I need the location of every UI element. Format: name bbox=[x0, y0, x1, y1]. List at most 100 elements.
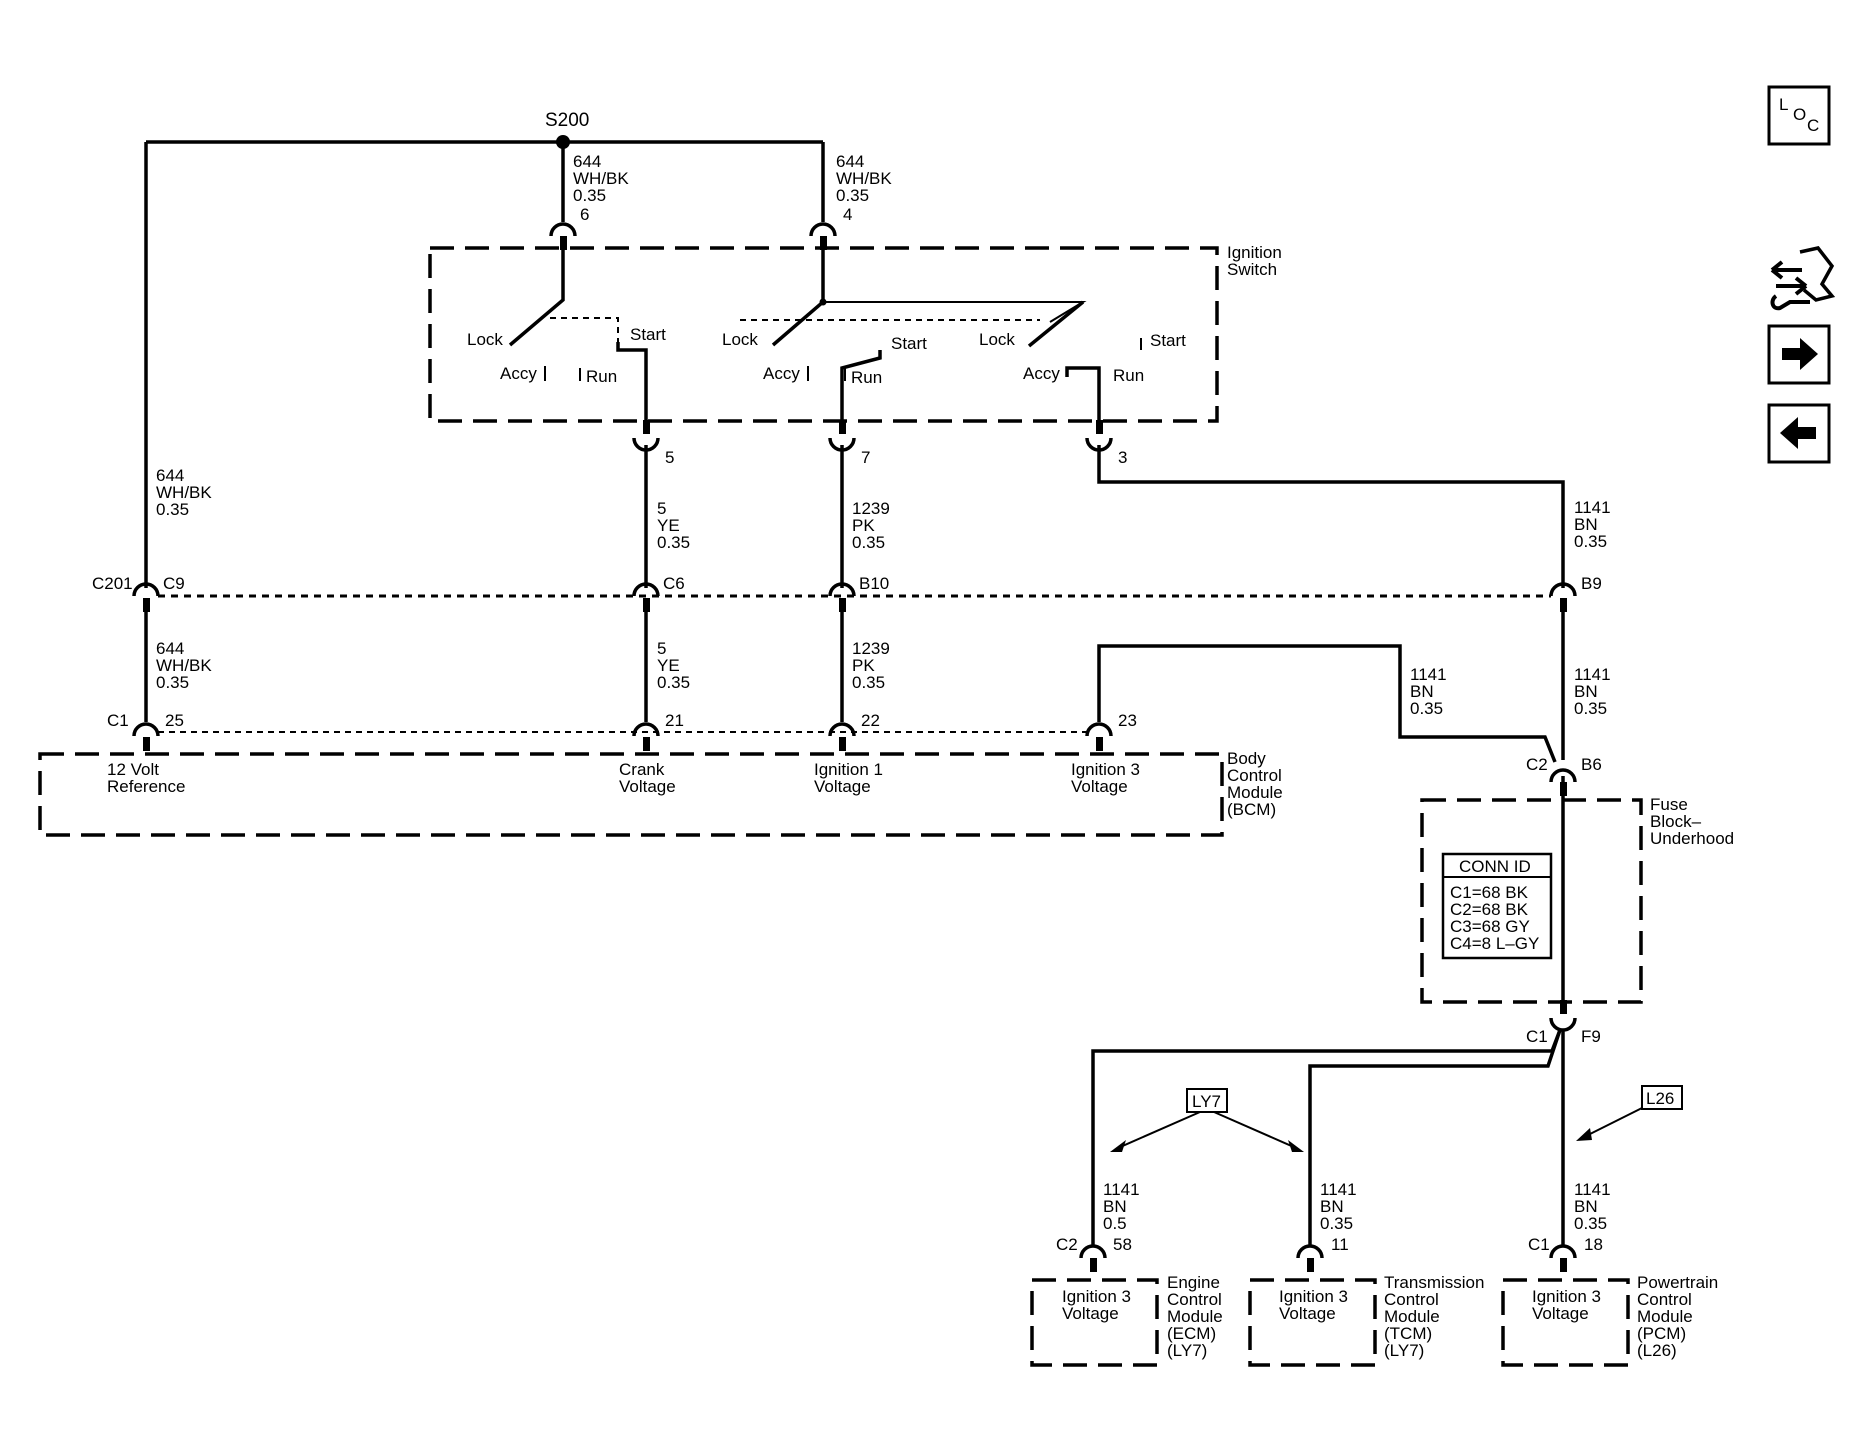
pin-sw6: 6 bbox=[580, 205, 589, 224]
option-tags: LY7 L26 bbox=[1110, 1085, 1683, 1152]
switch2-start: Start bbox=[891, 334, 927, 353]
label-1239-upper: 1239 PK 0.35 bbox=[852, 499, 895, 552]
pin-bcm22: 22 bbox=[861, 711, 880, 730]
terminal-b9 bbox=[1549, 582, 1577, 597]
connector-outline bbox=[1799, 246, 1836, 302]
switch1-run: Run bbox=[586, 367, 617, 386]
pin-c9: C9 bbox=[163, 574, 185, 593]
switch3-lock: Lock bbox=[979, 330, 1015, 349]
switch1-start-contact bbox=[616, 342, 648, 420]
splice-label: S200 bbox=[545, 110, 589, 131]
tcm-title: Transmission Control Module (TCM) (LY7) bbox=[1384, 1273, 1489, 1360]
pin-f9: F9 bbox=[1581, 1027, 1601, 1046]
bcm-box bbox=[38, 752, 1224, 837]
splice-dot bbox=[556, 135, 570, 149]
pin-labels: 6 4 5 7 3 C201 C9 C6 B10 B9 C1 25 21 22 … bbox=[92, 205, 1603, 1254]
label-1239-lower: 1239 PK 0.35 bbox=[852, 639, 895, 692]
switch3-run: Run bbox=[1113, 366, 1144, 385]
bcm-input-crank-voltage: Crank Voltage bbox=[619, 760, 676, 796]
terminal-sw4 bbox=[809, 222, 837, 237]
conn-id-table bbox=[1441, 852, 1553, 960]
ecm-title: Engine Control Module (ECM) (LY7) bbox=[1167, 1273, 1228, 1360]
pin-b10: B10 bbox=[859, 574, 889, 593]
pcm-module: Ignition 3 Voltage Powertrain Control Mo… bbox=[1501, 1273, 1723, 1367]
body-control-module: Body Control Module (BCM) 12 Volt Refere… bbox=[38, 749, 1283, 837]
ly7-arrowhead-right bbox=[1288, 1140, 1304, 1152]
pin-b6: B6 bbox=[1581, 755, 1602, 774]
ly7-arrow-right bbox=[1213, 1111, 1297, 1149]
switch1-linkage bbox=[550, 317, 619, 342]
terminal-b10 bbox=[828, 582, 856, 597]
switch2-accy: Accy bbox=[763, 364, 800, 383]
terminal-bcm23 bbox=[1085, 722, 1113, 737]
label-1141-ecm: 1141 BN 0.5 bbox=[1103, 1180, 1144, 1233]
terminal-f9-pin bbox=[1560, 1000, 1567, 1014]
terminal-c6-pin bbox=[643, 598, 650, 612]
terminal-tcm11-pin bbox=[1307, 1258, 1314, 1272]
terminal-bcm23-pin bbox=[1096, 737, 1103, 751]
terminal-tcm11 bbox=[1296, 1244, 1324, 1259]
wire-1141-bcm23 bbox=[1097, 644, 1557, 763]
label-1141-pcm: 1141 BN 0.35 bbox=[1574, 1180, 1615, 1233]
terminal-pcm18 bbox=[1549, 1244, 1577, 1259]
terminal-f9 bbox=[1549, 1017, 1577, 1032]
pin-sw5: 5 bbox=[665, 448, 674, 467]
component-locator-button[interactable]: L O C bbox=[1767, 85, 1831, 146]
connector-fuse-c1: C1 bbox=[1526, 1027, 1548, 1046]
ignition-switch: Ignition Switch Lock Accy Run Start Lock… bbox=[428, 243, 1282, 423]
terminal-sw3-pin bbox=[1096, 420, 1103, 434]
loc-letter: C bbox=[1807, 116, 1819, 135]
terminal-b9-pin bbox=[1560, 598, 1567, 612]
tcm-module: Ignition 3 Voltage Transmission Control … bbox=[1248, 1273, 1489, 1367]
next-page-button[interactable] bbox=[1767, 324, 1831, 385]
label-644-pin4: 644 WH/BK 0.35 bbox=[836, 152, 896, 205]
terminal-c6 bbox=[632, 582, 660, 597]
terminal-c9 bbox=[132, 582, 160, 597]
fuse-block-underhood: Fuse Block– Underhood CONN ID C1=68 BK C… bbox=[1420, 795, 1734, 1004]
previous-page-button[interactable] bbox=[1767, 403, 1831, 464]
loc-letter: O bbox=[1793, 105, 1806, 124]
switch3-accy: Accy bbox=[1023, 364, 1060, 383]
switch2-blade bbox=[771, 250, 825, 347]
terminal-ecm58-pin bbox=[1090, 1258, 1097, 1272]
double-arrow-top bbox=[1770, 260, 1802, 280]
label-1141-upper: 1141 BN 0.35 bbox=[1574, 498, 1615, 551]
switch3-start: Start bbox=[1150, 331, 1186, 350]
label-5-upper: 5 YE 0.35 bbox=[657, 499, 690, 552]
pcm-title: Powertrain Control Module (PCM) (L26) bbox=[1637, 1273, 1723, 1360]
pin-sw3: 3 bbox=[1118, 448, 1127, 467]
arrow-right-icon bbox=[1782, 338, 1818, 370]
fuse-block-title: Fuse Block– Underhood bbox=[1650, 795, 1734, 848]
ly7-arrow-left bbox=[1117, 1111, 1201, 1149]
pin-c6: C6 bbox=[663, 574, 685, 593]
l26-tag-box bbox=[1641, 1085, 1683, 1110]
pin-sw4: 4 bbox=[843, 205, 852, 224]
l26-tag: L26 bbox=[1646, 1089, 1674, 1108]
terminal-ecm58 bbox=[1079, 1244, 1107, 1259]
wires bbox=[144, 140, 1565, 1245]
terminal-sw7 bbox=[828, 437, 856, 452]
label-1141-lower: 1141 BN 0.35 bbox=[1574, 665, 1615, 718]
terminal-bcm21-pin bbox=[643, 737, 650, 751]
label-1141-bcm23: 1141 BN 0.35 bbox=[1410, 665, 1451, 718]
label-644-pin6: 644 WH/BK 0.35 bbox=[573, 152, 633, 205]
terminal-sw6 bbox=[549, 222, 577, 237]
terminal-sw5 bbox=[632, 437, 660, 452]
ecm-input-ignition3-voltage: Ignition 3 Voltage bbox=[1062, 1287, 1136, 1323]
switch3-blade bbox=[1027, 300, 1085, 348]
pin-pcm18: 18 bbox=[1584, 1235, 1603, 1254]
label-1141-tcm: 1141 BN 0.35 bbox=[1320, 1180, 1361, 1233]
connector-end-view-icon[interactable] bbox=[1770, 246, 1836, 311]
ly7-tag: LY7 bbox=[1192, 1092, 1221, 1111]
conn-id-row: C3=68 GY bbox=[1450, 917, 1530, 936]
terminal-bcm22 bbox=[828, 722, 856, 737]
ly7-arrowhead-left bbox=[1110, 1140, 1126, 1152]
pin-b9: B9 bbox=[1581, 574, 1602, 593]
connector-ecm-c2: C2 bbox=[1056, 1235, 1078, 1254]
conn-id-row: C1=68 BK bbox=[1450, 883, 1529, 902]
arrow-left-icon bbox=[1780, 417, 1816, 449]
terminal-pcm18-pin bbox=[1560, 1258, 1567, 1272]
switch3-run-contact bbox=[1065, 366, 1101, 420]
loc-button-frame bbox=[1767, 85, 1831, 146]
terminal-sw6-pin bbox=[560, 236, 567, 250]
